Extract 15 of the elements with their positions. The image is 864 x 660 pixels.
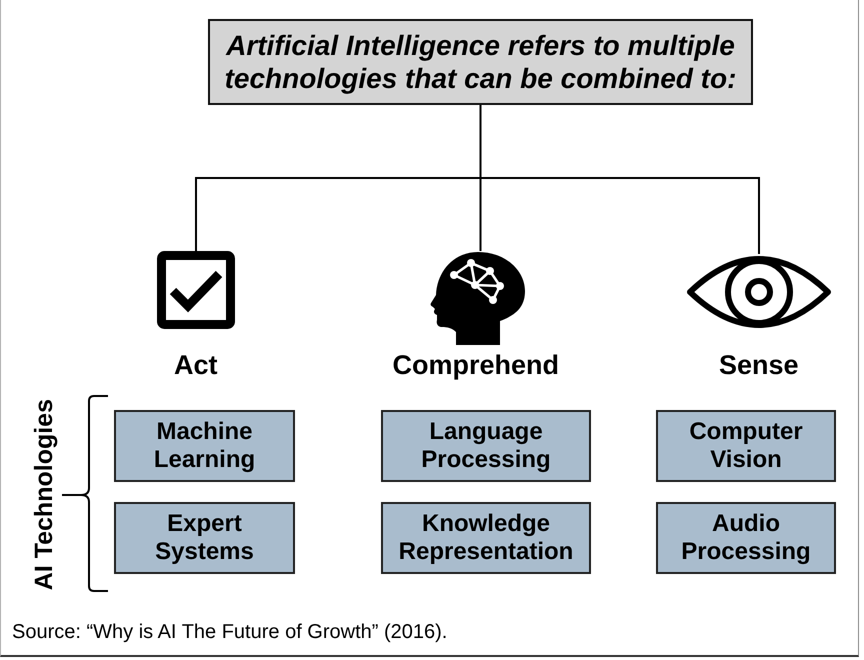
eye-icon — [687, 254, 831, 330]
technology-box: Knowledge Representation — [381, 502, 591, 574]
technology-box: Machine Learning — [114, 410, 295, 482]
category-label: Comprehend — [392, 350, 560, 380]
category-label: Act — [174, 350, 218, 380]
head-icon — [430, 251, 526, 345]
technology-box: Language Processing — [381, 410, 591, 482]
checkbox-icon — [157, 251, 235, 329]
technology-box: Audio Processing — [656, 502, 836, 574]
technology-box: Expert Systems — [114, 502, 295, 574]
category-label: Sense — [719, 350, 799, 380]
statement-box: Artificial Intelligence refers to multiple technologies that can be combined to: — [208, 19, 753, 105]
source-caption: Source: “Why is AI The Future of Growth” (2016). — [12, 620, 448, 644]
bracket-label: AI Technologies — [29, 398, 59, 590]
technology-box: Computer Vision — [656, 410, 836, 482]
